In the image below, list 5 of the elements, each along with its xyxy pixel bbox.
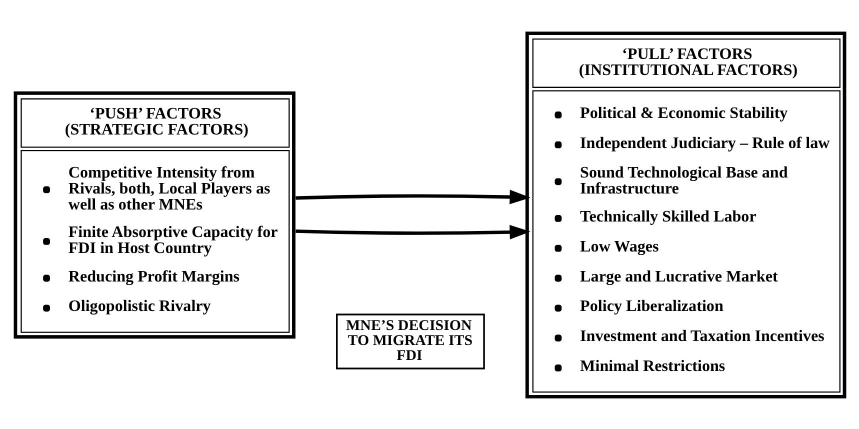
node-box: ‘PULL’ FACTORS (INSTITUTIONAL FACTORS) Political & Economic Stability Independent Judiciary – Rule of law Sound Technological Base and Infrastructure Technically Skilled Labor Low Wages Large and Lucrative Market Policy Liberalization Investment and Taxation Incentives Minimal Restrictions <box>524 31 846 398</box>
arrow <box>295 224 530 239</box>
label: MNE’S DECISION TO MIGRATE ITS FDI <box>346 317 472 364</box>
node-box: ‘PUSH’ FACTORS (STRATEGIC FACTORS) Competitive Intensity from Rivals, both, Local Players as well as other MNEs Finite Absorptive Capacity for FDI in Host Country Reducing Profit Margins Oligopolistic Rivalry <box>13 90 295 338</box>
arrow <box>295 189 530 204</box>
